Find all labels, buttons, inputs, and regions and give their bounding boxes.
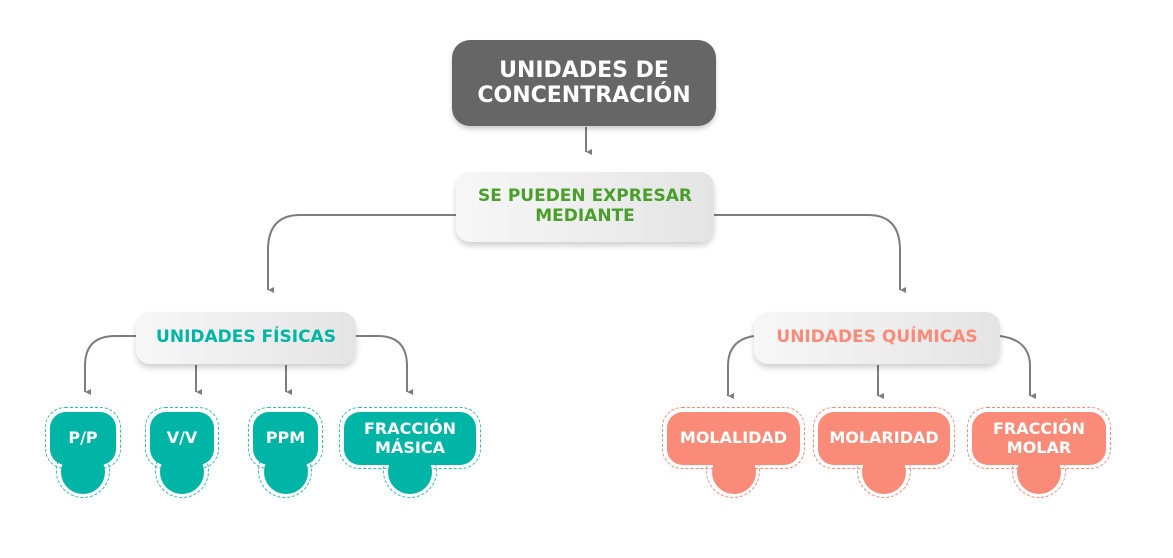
physical-units-node: UNIDADES FÍSICAS xyxy=(136,312,356,364)
leaf-label: MOLALIDAD xyxy=(667,412,800,465)
arrow-to-chemical xyxy=(714,214,900,290)
leaf-fraccion-masica: FRACCIÓN MÁSICA xyxy=(339,407,481,502)
arrow-to-fraccion-molar xyxy=(999,335,1030,396)
leaf-label: FRACCIÓN MOLAR xyxy=(972,412,1106,465)
leaf-label: P/P xyxy=(50,412,116,465)
root-node: UNIDADES DE CONCENTRACIÓN xyxy=(452,40,716,126)
leaf-vv: V/V xyxy=(145,407,219,502)
arrow-to-fraccion-masica xyxy=(356,335,407,392)
leaf-label: MOLARIDAD xyxy=(818,412,950,465)
leaf-molaridad: MOLARIDAD xyxy=(813,407,955,502)
chemical-units-node: UNIDADES QUÍMICAS xyxy=(754,312,1000,364)
connector-node: SE PUEDEN EXPRESAR MEDIANTE xyxy=(456,172,714,242)
leaf-molalidad: MOLALIDAD xyxy=(662,407,805,502)
leaf-label: V/V xyxy=(150,412,214,465)
arrow-to-physical xyxy=(267,214,456,290)
leaf-pp: P/P xyxy=(45,407,121,502)
leaf-fraccion-molar: FRACCIÓN MOLAR xyxy=(967,407,1111,502)
leaf-ppm: PPM xyxy=(248,407,323,502)
arrow-to-pp xyxy=(84,335,136,392)
leaf-label: FRACCIÓN MÁSICA xyxy=(344,412,476,465)
leaf-label: PPM xyxy=(253,412,318,465)
arrow-to-molalidad xyxy=(727,335,755,396)
